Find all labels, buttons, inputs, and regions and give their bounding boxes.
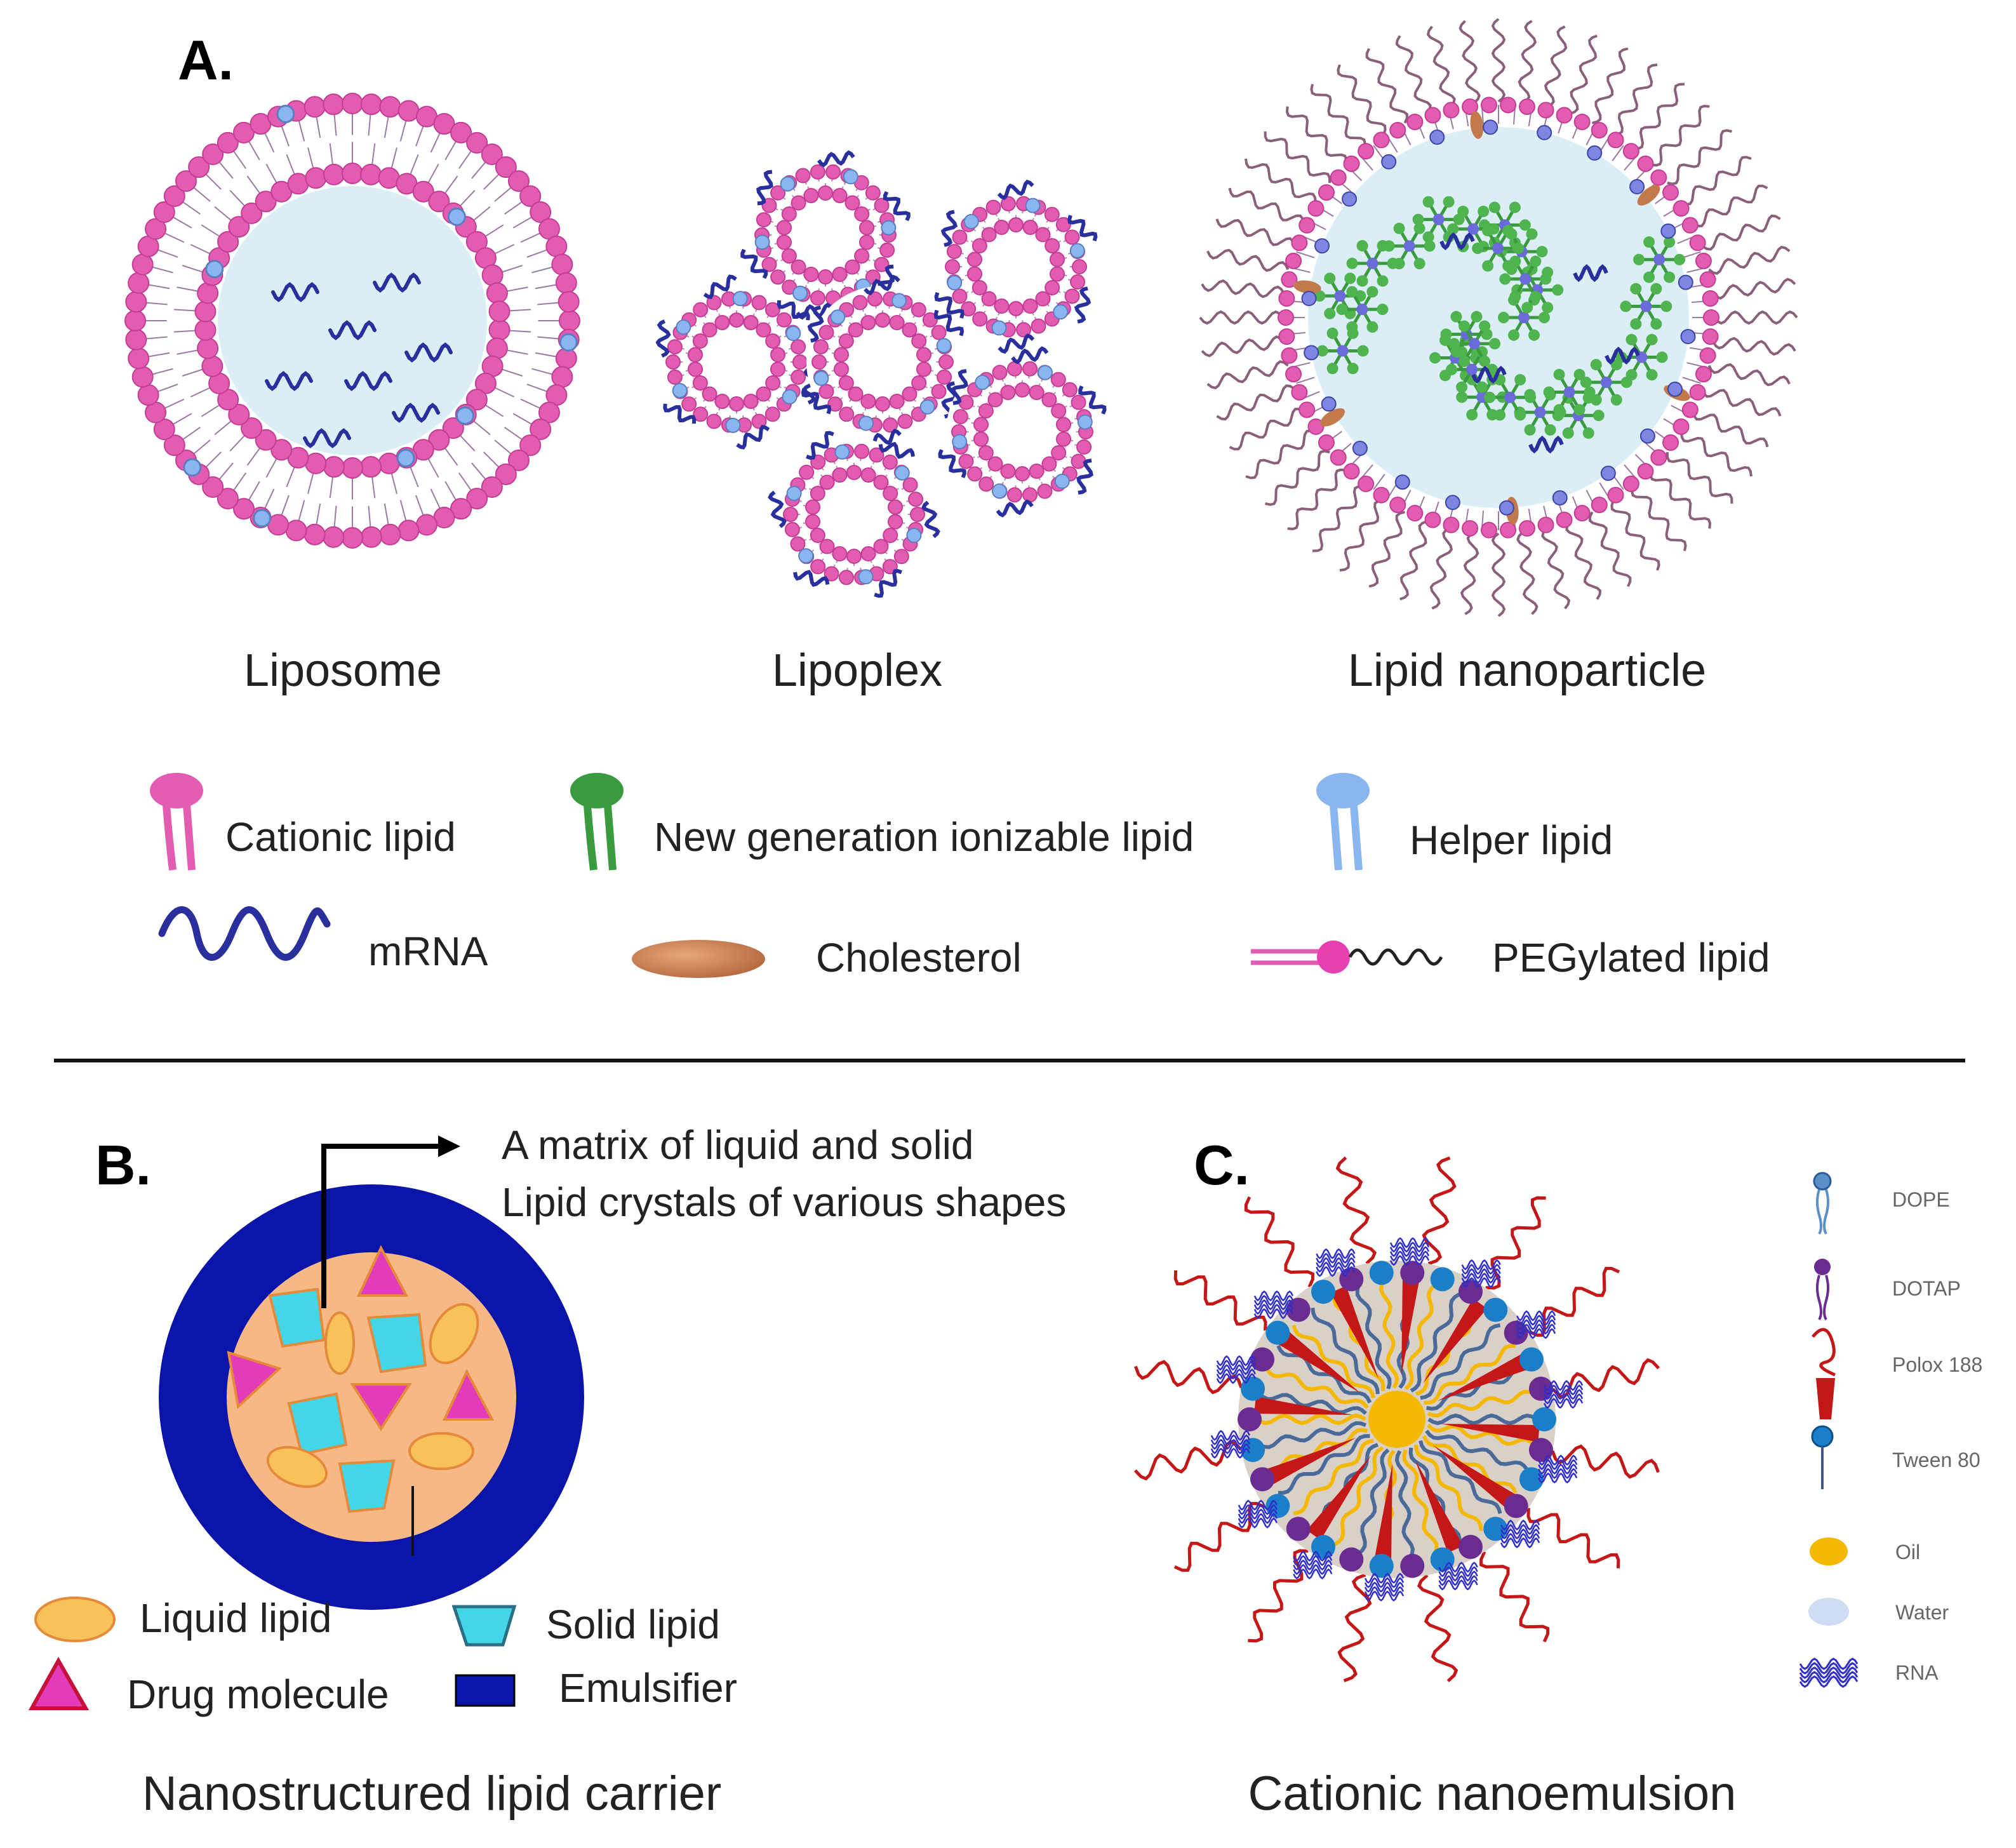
ionizable-lipid-icon xyxy=(570,773,624,871)
cholesterol-icon xyxy=(632,940,765,978)
caption-liposome: Liposome xyxy=(244,645,442,696)
legend-rna: RNA xyxy=(1895,1661,1939,1684)
caption-cationic-nanoemulsion: Cationic nanoemulsion xyxy=(1248,1767,1737,1821)
liquid-lipid-icon xyxy=(34,1597,116,1642)
polox-188-icon xyxy=(1812,1328,1836,1419)
oil-icon xyxy=(1810,1537,1848,1565)
nlc-annotation-line1: A matrix of liquid and solid xyxy=(502,1122,974,1168)
pegylated-lipid-icon xyxy=(1251,941,1443,974)
dotap-icon xyxy=(1814,1259,1831,1321)
caption-lipid-nanoparticle: Lipid nanoparticle xyxy=(1348,645,1706,696)
lipoplex-diagram xyxy=(655,150,1107,598)
helper-lipid-icon xyxy=(1316,773,1370,871)
rna-icon xyxy=(1799,1657,1859,1688)
legend-dotap: DOTAP xyxy=(1892,1277,1961,1300)
nlc-diagram xyxy=(159,1135,584,1610)
caption-lipoplex: Lipoplex xyxy=(772,645,942,696)
nlc-annotation-line2: Lipid crystals of various shapes xyxy=(502,1179,1066,1225)
legend-tween-80: Tween 80 xyxy=(1892,1449,1980,1471)
legend-polox-188: Polox 188 xyxy=(1892,1353,1982,1376)
drug-molecule-icon xyxy=(28,1656,90,1710)
legend-dope: DOPE xyxy=(1892,1188,1950,1211)
mrna-icon xyxy=(158,906,331,961)
cationic-nanoemulsion-diagram xyxy=(1133,1156,1660,1683)
legend-emulsifier: Emulsifier xyxy=(559,1665,737,1711)
panel-b-label: B. xyxy=(95,1134,151,1196)
cationic-lipid-icon xyxy=(150,773,203,871)
panel-c-label: C. xyxy=(1194,1134,1250,1196)
legend-helper-lipid: Helper lipid xyxy=(1410,817,1613,863)
legend-water: Water xyxy=(1895,1601,1949,1624)
caption-nlc: Nanostructured lipid carrier xyxy=(142,1767,721,1821)
legend-pegylated-lipid: PEGylated lipid xyxy=(1492,935,1770,981)
legend-cationic-lipid: Cationic lipid xyxy=(225,814,456,860)
lipid-nanoparticle-diagram xyxy=(1199,18,1798,617)
water-icon xyxy=(1808,1598,1849,1626)
tween-80-icon xyxy=(1811,1425,1834,1489)
legend-solid-lipid: Solid lipid xyxy=(546,1602,720,1647)
emulsifier-icon xyxy=(455,1674,516,1707)
panel-a-label: A. xyxy=(178,29,234,91)
legend-cholesterol: Cholesterol xyxy=(816,935,1022,981)
legend-ionizable-lipid: New generation ionizable lipid xyxy=(654,814,1194,860)
legend-drug-molecule: Drug molecule xyxy=(127,1671,389,1717)
liposome-diagram xyxy=(121,89,584,552)
legend-liquid-lipid: Liquid lipid xyxy=(140,1595,331,1641)
legend-oil: Oil xyxy=(1895,1541,1920,1563)
dope-icon xyxy=(1813,1172,1832,1235)
legend-mrna: mRNA xyxy=(368,928,488,974)
solid-lipid-icon xyxy=(451,1605,517,1647)
